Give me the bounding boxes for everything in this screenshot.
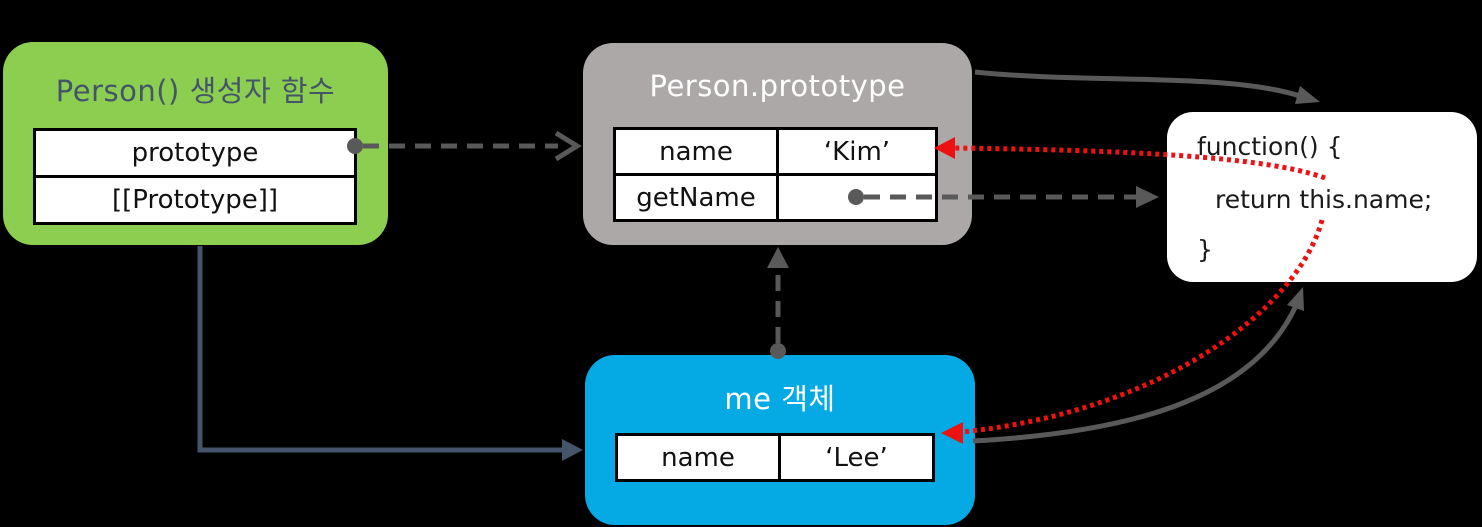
arrowhead-icon <box>1295 86 1320 104</box>
prototype-property-slot: prototype <box>131 138 259 168</box>
arrowhead-icon <box>1287 287 1304 311</box>
constructor-box-title: Person() 생성자 함수 <box>55 74 336 108</box>
me-box-title: me 객체 <box>724 382 836 416</box>
prototype-properties-table: name ‘Kim’ getName <box>613 127 938 222</box>
code-line-close: } <box>1197 235 1213 264</box>
constructor-function-box: Person() 생성자 함수 prototype [[Prototype]] <box>3 42 388 245</box>
table-row: getName <box>616 173 935 219</box>
person-prototype-box: Person.prototype name ‘Kim’ getName <box>583 43 972 245</box>
function-code-box: function() { return this.name; } <box>1167 112 1477 282</box>
table-row: name ‘Lee’ <box>618 436 932 479</box>
arrowhead-icon <box>767 247 789 268</box>
getname-value-cell <box>779 176 935 219</box>
arrowhead-icon <box>562 439 583 461</box>
me-to-function-curve-arrow <box>972 287 1304 444</box>
me-object-box: me 객체 name ‘Lee’ <box>585 355 975 525</box>
arrowhead-icon <box>554 130 582 162</box>
me-prototype-chain-arrow <box>767 247 789 359</box>
me-properties-table: name ‘Lee’ <box>615 433 935 482</box>
name-key-cell: name <box>618 436 781 479</box>
code-line-return: return this.name; <box>1215 185 1433 214</box>
name-value-cell: ‘Kim’ <box>823 136 891 167</box>
internal-prototype-slot: [[Prototype]] <box>36 175 354 222</box>
arrowhead-icon <box>1136 186 1159 208</box>
table-row: name ‘Kim’ <box>616 130 935 173</box>
code-line-open: function() { <box>1197 132 1343 161</box>
constructor-to-me-arrow <box>197 246 583 461</box>
getname-key-cell: getName <box>616 176 779 219</box>
prototype-to-function-curve-arrow <box>974 69 1320 104</box>
constructor-slot-stack: prototype [[Prototype]] <box>33 128 357 225</box>
name-key-cell: name <box>616 130 779 173</box>
name-value-cell: ‘Lee’ <box>825 442 888 473</box>
prototype-box-title: Person.prototype <box>649 69 906 103</box>
